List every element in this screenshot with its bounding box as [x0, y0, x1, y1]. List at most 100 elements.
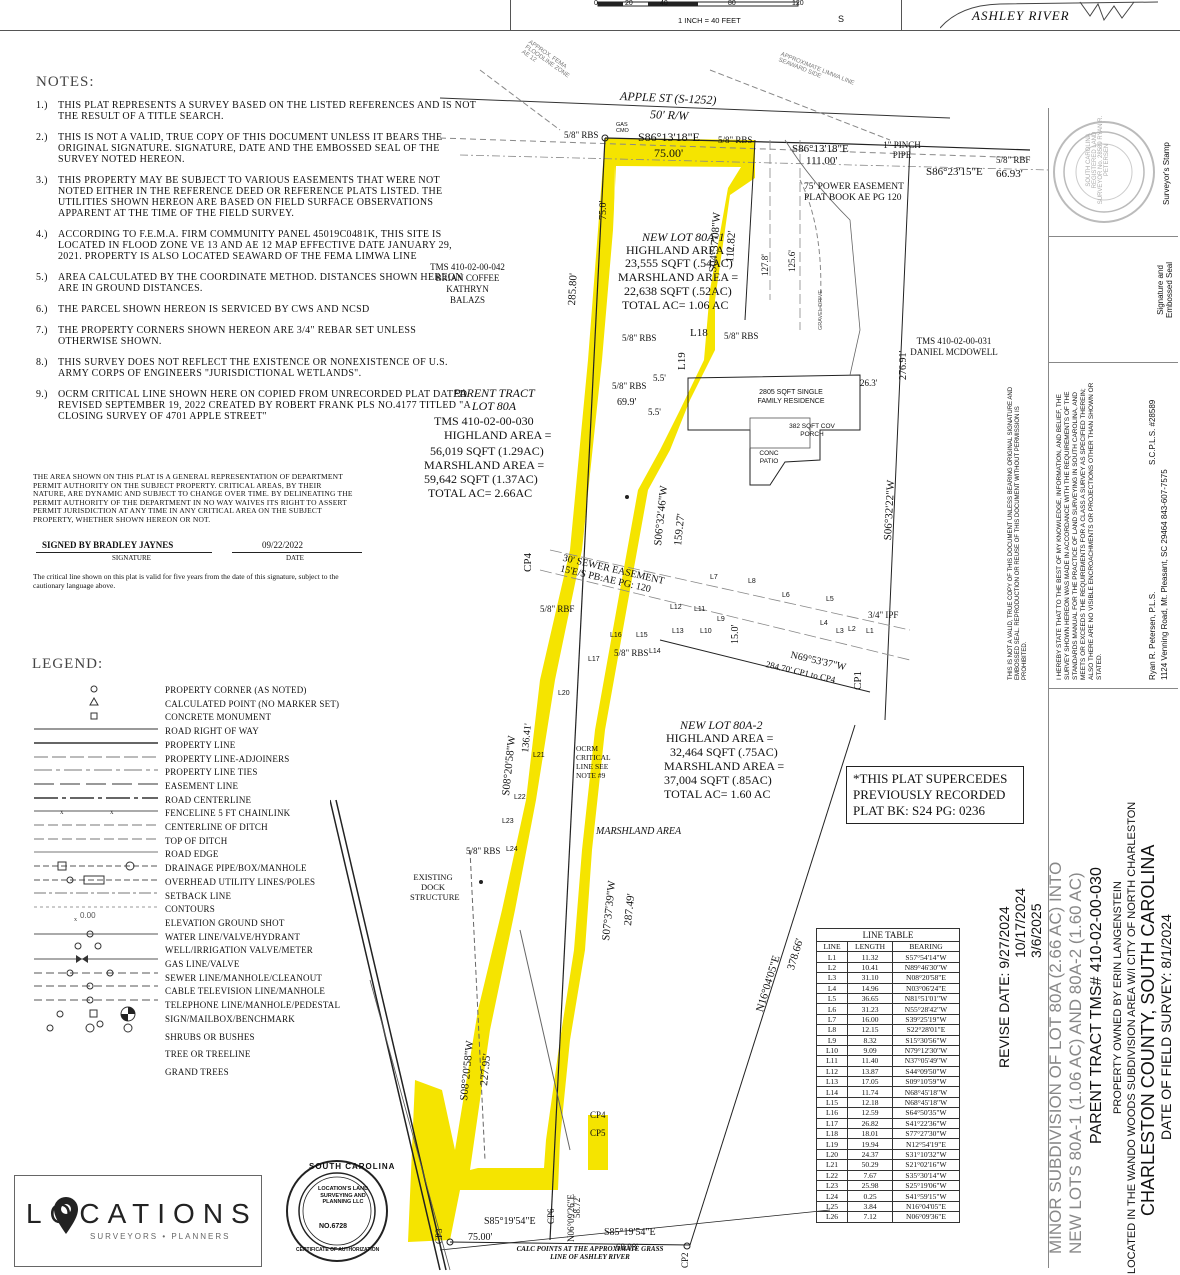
note-text: AREA CALCULATED BY THE COORDINATE METHOD… — [58, 272, 463, 294]
legend-item: ROAD EDGE — [165, 849, 219, 860]
line-bearing-cell: S25°19'06"W — [892, 1179, 960, 1192]
house-label: 2805 SQFT SINGLE FAMILY RESIDENCE — [757, 389, 825, 405]
distance-top-1: 75.00' — [654, 146, 684, 160]
legend-item: TELEPHONE LINE/MANHOLE/PEDESTAL — [165, 1000, 341, 1011]
line-bearing-cell: N68°45'18"W — [892, 1096, 960, 1109]
calc-points-label: CALC POINTS AT THE APPROXIMATE GRASS LIN… — [516, 1245, 664, 1261]
parent-high: HIGHLAND AREA = — [444, 428, 552, 442]
title-block-divider-3 — [1048, 688, 1178, 689]
cp-highlight — [588, 1115, 608, 1170]
seal-body-text: LOCATION'S LAND SURVEYING AND PLANNING L… — [317, 1186, 369, 1205]
surveyor-address: 1124 Venning Road, Mt. Pleasant, SC 2946… — [1160, 469, 1169, 680]
legend-item: ELEVATION GROUND SHOT — [165, 917, 285, 928]
line-id-cell: L14 — [816, 1086, 848, 1098]
line-bearing-cell: N06°09'36"E — [892, 1211, 960, 1223]
title-line-2: NEW LOTS 80A-1 (1.06 AC) AND 80A-2 (1.60… — [1066, 872, 1085, 1254]
lot-80a1-high: HIGHLAND AREA = — [626, 243, 734, 257]
line-bearing-cell: N08°20'58"E — [892, 972, 960, 984]
street-row: 50' R/W — [649, 107, 689, 123]
line-bearing-cell: S41°22'36"W — [892, 1117, 960, 1130]
north-arrow-label: S — [838, 14, 845, 24]
bearing-top-2: S86°13'18"E — [792, 143, 849, 155]
title-block-divider-1 — [1048, 236, 1178, 237]
line-bearing-cell: N68°45'18"W — [892, 1086, 960, 1098]
signature-caption: SIGNATURE — [112, 554, 151, 562]
cp2-label: CP2 — [680, 1252, 690, 1268]
dim-263: 26.3' — [860, 378, 878, 388]
line-id-cell: L1 — [816, 951, 848, 963]
bearing-bottom-2: S85°19'54"E — [604, 1227, 656, 1238]
lot-80a1-marsh: MARSHLAND AREA = — [618, 270, 739, 284]
signature-date: 09/22/2022 — [262, 540, 304, 550]
title-block-divider-2 — [1048, 362, 1178, 363]
survey-plat-drawing — [330, 69, 1050, 1271]
lot-80a1-high-val: 23,555 SQFT (.54AC) — [625, 256, 733, 270]
line-label-l9: L9 — [717, 616, 725, 623]
lot-80a2-total: TOTAL AC= 1.60 AC — [664, 787, 771, 801]
line-label-l1: L1 — [866, 628, 874, 635]
legend-item: DRAINAGE PIPE/BOX/MANHOLE — [165, 863, 307, 874]
line-bearing-cell: S64°50'35"W — [892, 1107, 960, 1119]
dim-125: 125.6' — [787, 250, 797, 272]
line-bearing-cell: S21°02'16"W — [892, 1159, 960, 1171]
svg-text:x: x — [110, 808, 114, 816]
lot-80a1-interior — [470, 166, 741, 1170]
date-caption: DATE — [286, 554, 304, 562]
legend-item: GAS LINE/VALVE — [165, 959, 240, 970]
line-id-cell: L24 — [816, 1190, 848, 1202]
rbs-lower: 5/8" RBS — [466, 846, 501, 856]
tms-left-label: TMS 410-02-00-042 BRIAN COFFEE KATHRYN B… — [430, 262, 505, 305]
line-id-cell: L5 — [816, 992, 848, 1005]
scale-tick-0: 0 — [594, 0, 598, 7]
line-length-cell: 36.65 — [847, 992, 893, 1005]
rbf-top-right: 5/8" RBF — [996, 155, 1031, 165]
line-bearing-cell: N16°04'05"E — [892, 1200, 960, 1213]
dim-cp6: 58.72' — [572, 1196, 582, 1218]
note-text: THIS IS NOT A VALID, TRUE COPY OF THIS D… — [58, 132, 443, 165]
title-line-3: PARENT TRACT TMS# 410-02-00-030 — [1088, 867, 1105, 1144]
line-label-l17: L17 — [588, 656, 600, 663]
line-label-l24: L24 — [506, 846, 518, 853]
line-bearing-cell: S31°10'32"W — [892, 1148, 960, 1161]
legend-item: SEWER LINE/MANHOLE/CLEANOUT — [165, 972, 323, 983]
note-num: 3.) — [36, 175, 48, 186]
line-bearing-cell: N12°54'19"E — [892, 1138, 960, 1150]
distance-top-2: 111.00' — [806, 155, 838, 167]
legend-item: TOP OF DITCH — [165, 835, 228, 846]
power-easement-label: 75' POWER EASEMENT PLAT BOOK AE PG 120 — [804, 182, 904, 203]
dim-127: 127.8' — [760, 254, 770, 276]
line-bearing-cell: S22°28'01"E — [892, 1024, 960, 1036]
lot-80a1-title: NEW LOT 80A-1 — [642, 230, 725, 244]
line-id-cell: L15 — [816, 1096, 848, 1109]
line-table-header: BEARING — [892, 940, 960, 953]
pinch-pipe-label: 1" PINCH PIPE — [883, 140, 921, 160]
legend-item: WELL/IRRIGATION VALVE/METER — [165, 945, 313, 956]
porch-outline — [749, 417, 811, 449]
line-length-cell: 14.96 — [847, 982, 893, 994]
line-id-cell: L21 — [816, 1159, 848, 1171]
line-length-cell: 25.98 — [847, 1179, 893, 1192]
line-length-cell: 11.32 — [847, 951, 893, 963]
line-length-cell: 11.74 — [847, 1086, 893, 1098]
note-8: 8.)THIS SURVEY DOES NOT REFLECT THE EXIS… — [36, 357, 476, 379]
lot-80a2-title: NEW LOT 80A-2 — [680, 718, 763, 732]
supercede-box: *THIS PLAT SUPERCEDES PREVIOUSLY RECORDE… — [846, 766, 1024, 824]
lot-80a2-marsh-val: 37,004 SQFT (.85AC) — [664, 773, 772, 787]
note-text: ACCORDING TO F.E.M.A. FIRM COMMUNITY PAN… — [58, 229, 452, 262]
legend-item: CONTOURS — [165, 904, 215, 915]
line-bearing-cell: S15°30'56"W — [892, 1034, 960, 1046]
line-length-cell: 12.18 — [847, 1096, 893, 1109]
porch-label: 382 SQFT COV PORCH — [789, 423, 835, 438]
line-id-cell: L20 — [816, 1148, 848, 1161]
legend-item: ROAD CENTERLINE — [165, 794, 252, 805]
line-label-l6: L6 — [782, 592, 790, 599]
scale-tick-80: 80 — [728, 0, 736, 7]
